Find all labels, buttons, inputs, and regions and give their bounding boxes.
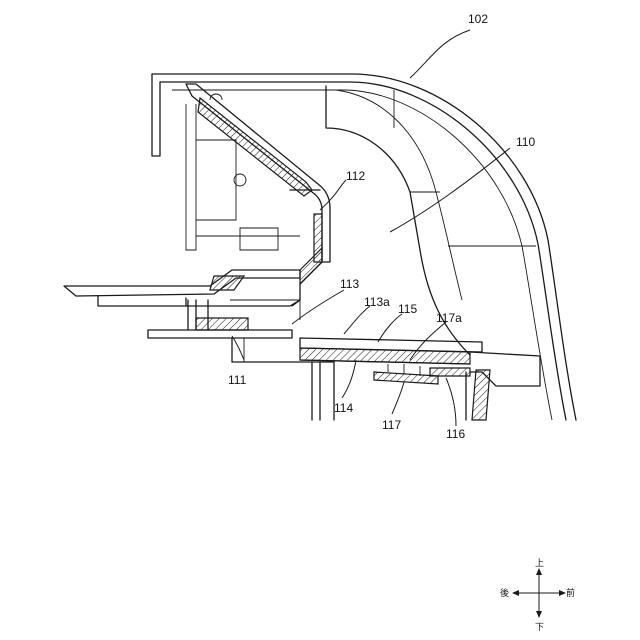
label-117a: 117a	[436, 311, 462, 325]
arrow-left-icon	[512, 590, 519, 596]
arrow-right-icon	[559, 590, 566, 596]
label-112: 112	[346, 169, 365, 183]
label-113a: 113a	[364, 295, 390, 309]
label-111: 111	[228, 373, 247, 387]
part-117	[374, 364, 438, 384]
direction-compass: 上 下 後 前	[500, 558, 575, 633]
compass-down-label: 下	[535, 623, 544, 633]
compass-rear-label: 後	[500, 587, 509, 599]
duct-110	[326, 86, 536, 355]
label-113: 113	[340, 277, 359, 291]
arrow-down-icon	[536, 611, 542, 618]
label-116: 116	[446, 427, 465, 441]
label-110: 110	[516, 135, 535, 149]
compass-up-label: 上	[535, 558, 544, 569]
wall-116	[466, 370, 490, 420]
label-115: 115	[398, 302, 417, 316]
label-102: 102	[468, 12, 488, 26]
label-114: 114	[334, 401, 353, 415]
arrow-up-icon	[536, 568, 542, 575]
wall-112	[186, 84, 330, 306]
rear-bracket	[64, 270, 300, 320]
compass-front-label: 前	[566, 587, 575, 599]
label-117: 117	[382, 418, 401, 432]
